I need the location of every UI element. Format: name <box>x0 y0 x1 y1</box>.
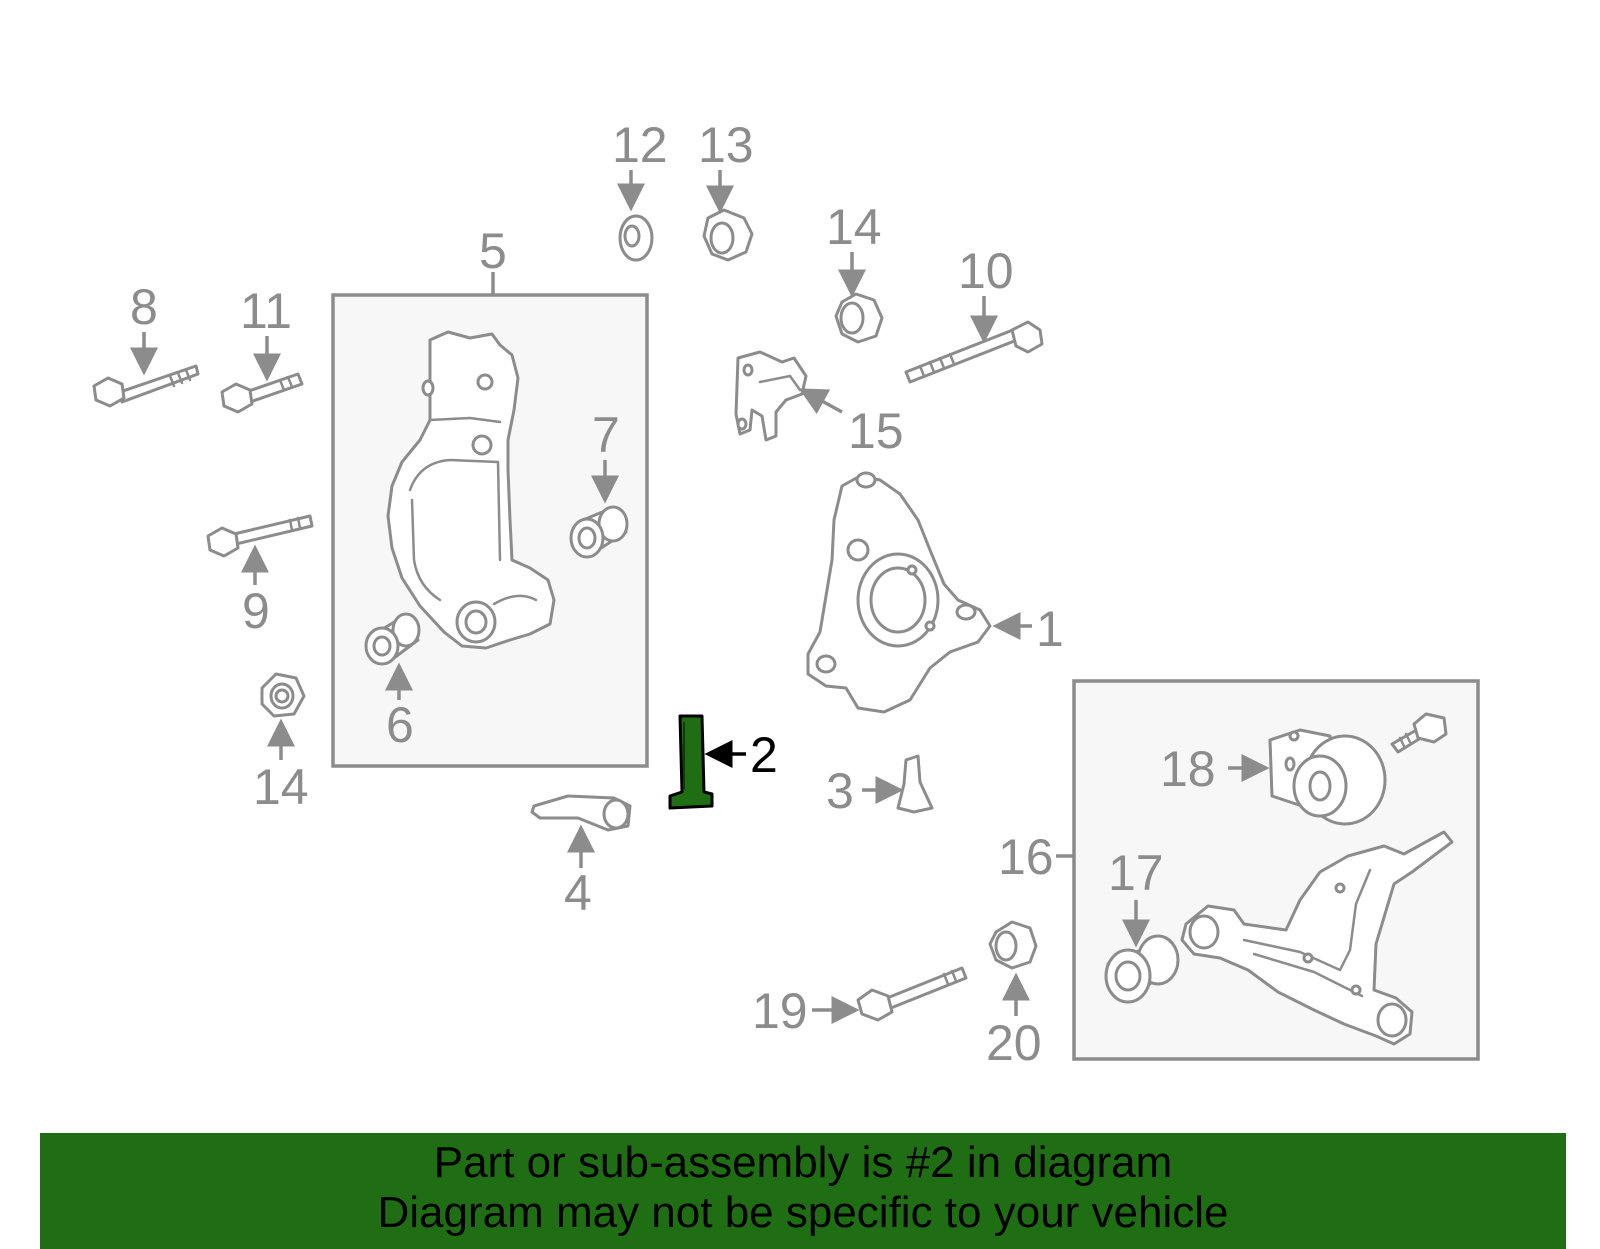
banner-line-2: Diagram may not be specific to your vehi… <box>377 1188 1229 1237</box>
part-15-bracket <box>734 350 808 442</box>
callout-12: 12 <box>612 117 668 173</box>
callout-15: 15 <box>848 403 904 459</box>
callout-5: 5 <box>479 223 507 279</box>
callout-8: 8 <box>130 279 158 335</box>
callout-19: 19 <box>752 983 808 1039</box>
callout-14-upper: 14 <box>826 199 882 255</box>
part-18-bushing <box>1268 728 1387 826</box>
info-banner: Part or sub-assembly is #2 in diagram Di… <box>40 1133 1566 1249</box>
part-9-bolt <box>206 514 314 558</box>
callout-9: 9 <box>242 583 270 639</box>
part-12-washer <box>618 214 654 262</box>
part-13-nut <box>702 208 754 262</box>
part-14-nut-upper <box>834 292 884 344</box>
callout-4: 4 <box>564 865 592 921</box>
part-18-bolt <box>1390 712 1448 754</box>
callout-11: 11 <box>240 283 292 339</box>
callout-17: 17 <box>1108 845 1164 901</box>
part-5-bracket <box>386 330 556 650</box>
callout-10: 10 <box>958 243 1014 299</box>
part-14-nut-left <box>260 672 306 718</box>
part-1-knuckle <box>806 471 992 714</box>
callout-18: 18 <box>1160 741 1216 797</box>
callout-14-left: 14 <box>253 759 309 815</box>
part-4-shield <box>530 794 632 832</box>
part-20-nut <box>988 920 1038 970</box>
callout-1: 1 <box>1036 601 1064 657</box>
callout-3: 3 <box>826 763 854 819</box>
callout-16: 16 <box>998 829 1054 885</box>
leader-15 <box>798 388 843 415</box>
part-2-stud-highlighted <box>668 714 714 810</box>
callout-7: 7 <box>592 407 620 463</box>
part-16-control-arm <box>1180 830 1454 1046</box>
part-19-bolt <box>856 966 968 1022</box>
callout-6: 6 <box>386 697 414 753</box>
part-17-bushing <box>1104 934 1180 1004</box>
part-10-bolt <box>904 320 1044 384</box>
part-8-bolt <box>92 364 200 408</box>
part-7-bushing <box>569 505 629 559</box>
banner-text: Part or sub-assembly is #2 in diagram Di… <box>40 1133 1566 1238</box>
banner-line-1: Part or sub-assembly is #2 in diagram <box>433 1138 1173 1187</box>
callout-2: 2 <box>750 727 778 783</box>
callout-20: 20 <box>986 1015 1042 1071</box>
callout-13: 13 <box>698 117 754 173</box>
part-3-pin <box>896 754 934 814</box>
part-11-bolt <box>220 372 304 414</box>
part-6-bushing <box>364 612 421 666</box>
